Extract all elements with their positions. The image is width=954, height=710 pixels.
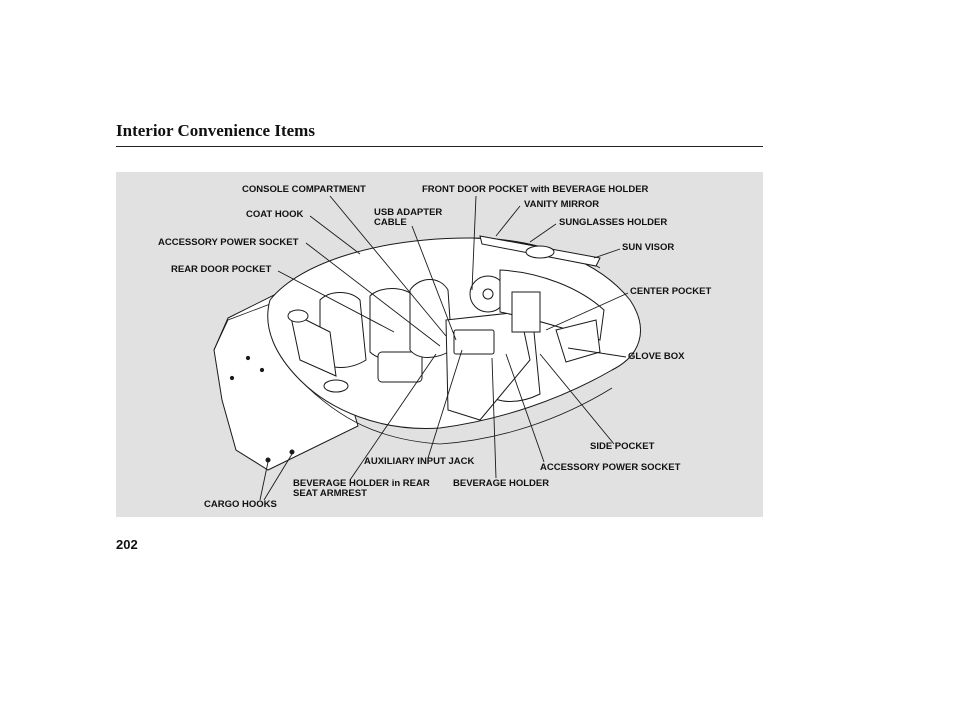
cargo-hook-3 bbox=[229, 375, 235, 381]
page-number: 202 bbox=[116, 537, 138, 552]
label-side-pocket: SIDE POCKET bbox=[590, 441, 655, 452]
cargo-hook-5 bbox=[259, 367, 265, 373]
rear-speaker bbox=[287, 309, 309, 323]
rear-armrest bbox=[377, 351, 423, 383]
label-beverage-holder-rear-2: SEAT ARMREST bbox=[293, 488, 367, 499]
label-auxiliary-input-jack: AUXILIARY INPUT JACK bbox=[364, 456, 475, 467]
page-title: Interior Convenience Items bbox=[116, 121, 315, 140]
label-coat-hook: COAT HOOK bbox=[246, 209, 304, 220]
cargo-hook-1 bbox=[265, 457, 271, 463]
center-stack bbox=[511, 291, 541, 333]
cargo-area-edge bbox=[213, 297, 287, 351]
label-center-pocket: CENTER POCKET bbox=[630, 286, 712, 297]
label-rear-door-pocket: REAR DOOR POCKET bbox=[171, 264, 272, 275]
label-console-compartment: CONSOLE COMPARTMENT bbox=[242, 184, 366, 195]
leader-lines bbox=[259, 195, 629, 501]
cargo-hook-4 bbox=[245, 355, 251, 361]
steering-hub bbox=[482, 288, 494, 300]
console-lid bbox=[453, 329, 495, 355]
car-body-lower bbox=[299, 379, 613, 445]
label-beverage-holder: BEVERAGE HOLDER bbox=[453, 478, 550, 489]
label-front-door-pocket: FRONT DOOR POCKET with BEVERAGE HOLDER bbox=[422, 184, 649, 195]
label-accessory-power-socket-front: ACCESSORY POWER SOCKET bbox=[540, 462, 681, 473]
label-sunglasses-holder: SUNGLASSES HOLDER bbox=[559, 217, 668, 228]
rear-door-pocket-shape bbox=[289, 311, 337, 377]
door-speaker bbox=[323, 379, 349, 393]
cargo-hook-2 bbox=[289, 449, 295, 455]
label-usb-adapter-1: USB ADAPTER bbox=[374, 207, 443, 218]
label-glove-box: GLOVE BOX bbox=[628, 351, 685, 362]
label-accessory-power-socket-rear: ACCESSORY POWER SOCKET bbox=[158, 237, 299, 248]
label-vanity-mirror: VANITY MIRROR bbox=[524, 199, 600, 210]
title-rule bbox=[116, 146, 763, 147]
label-cargo-hooks: CARGO HOOKS bbox=[204, 499, 277, 510]
label-sun-visor: SUN VISOR bbox=[622, 242, 675, 253]
label-usb-adapter-2: CABLE bbox=[374, 217, 407, 228]
label-beverage-holder-rear-1: BEVERAGE HOLDER in REAR bbox=[293, 478, 430, 489]
vanity-mirror-shape bbox=[525, 245, 555, 259]
